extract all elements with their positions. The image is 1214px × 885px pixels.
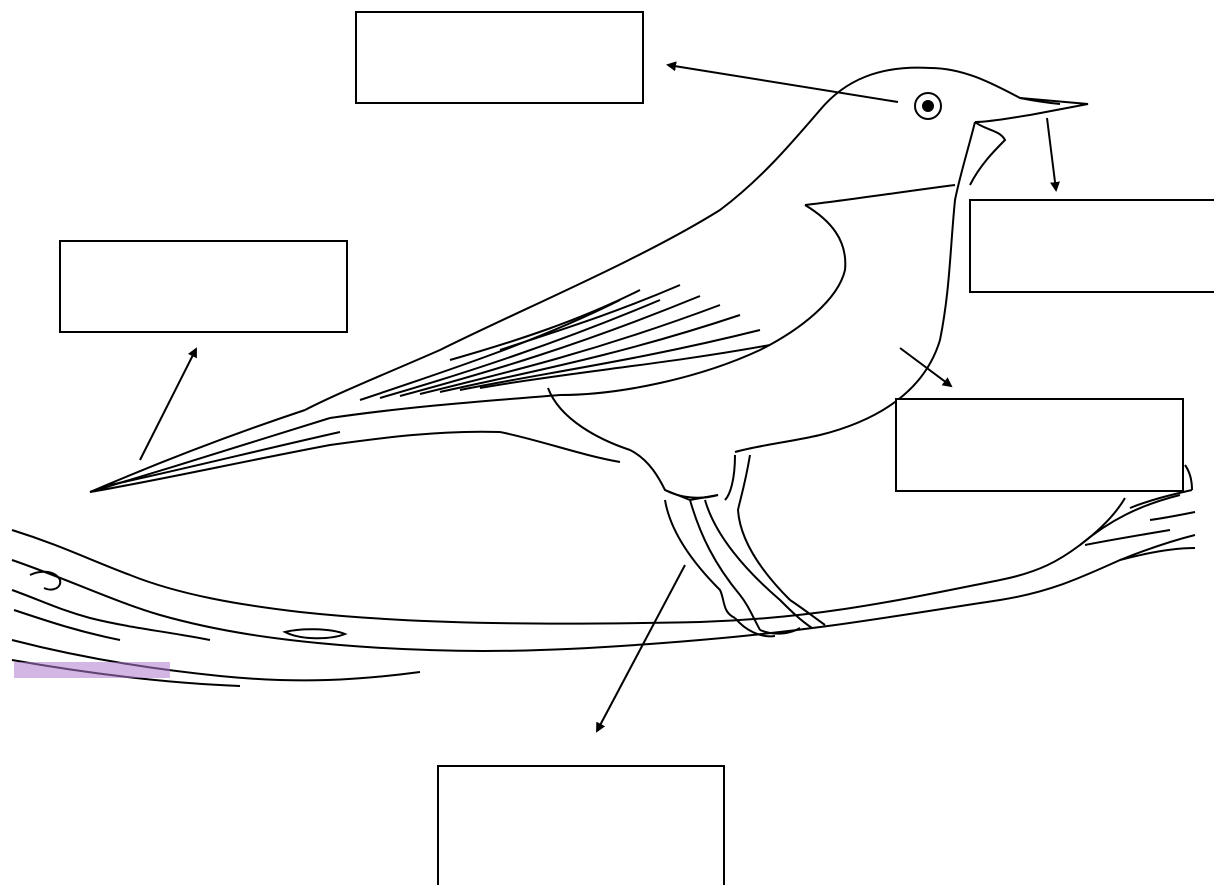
pointer-arrows (139, 61, 1060, 733)
arrow-to-body-box (899, 347, 953, 388)
branch (11, 464, 1196, 687)
arrow-to-leg-box (596, 564, 686, 733)
bird-outline (89, 66, 1089, 638)
watermark-smudge (14, 662, 170, 678)
label-box-body[interactable] (895, 398, 1184, 492)
label-box-beak[interactable] (969, 199, 1214, 293)
label-box-wing[interactable] (59, 240, 348, 333)
label-box-eye[interactable] (355, 11, 644, 104)
arrow-to-beak-box (1046, 117, 1060, 192)
arrow-to-wing-box (139, 347, 197, 461)
label-box-leg[interactable] (437, 765, 725, 885)
arrow-to-eye-box (666, 61, 899, 103)
